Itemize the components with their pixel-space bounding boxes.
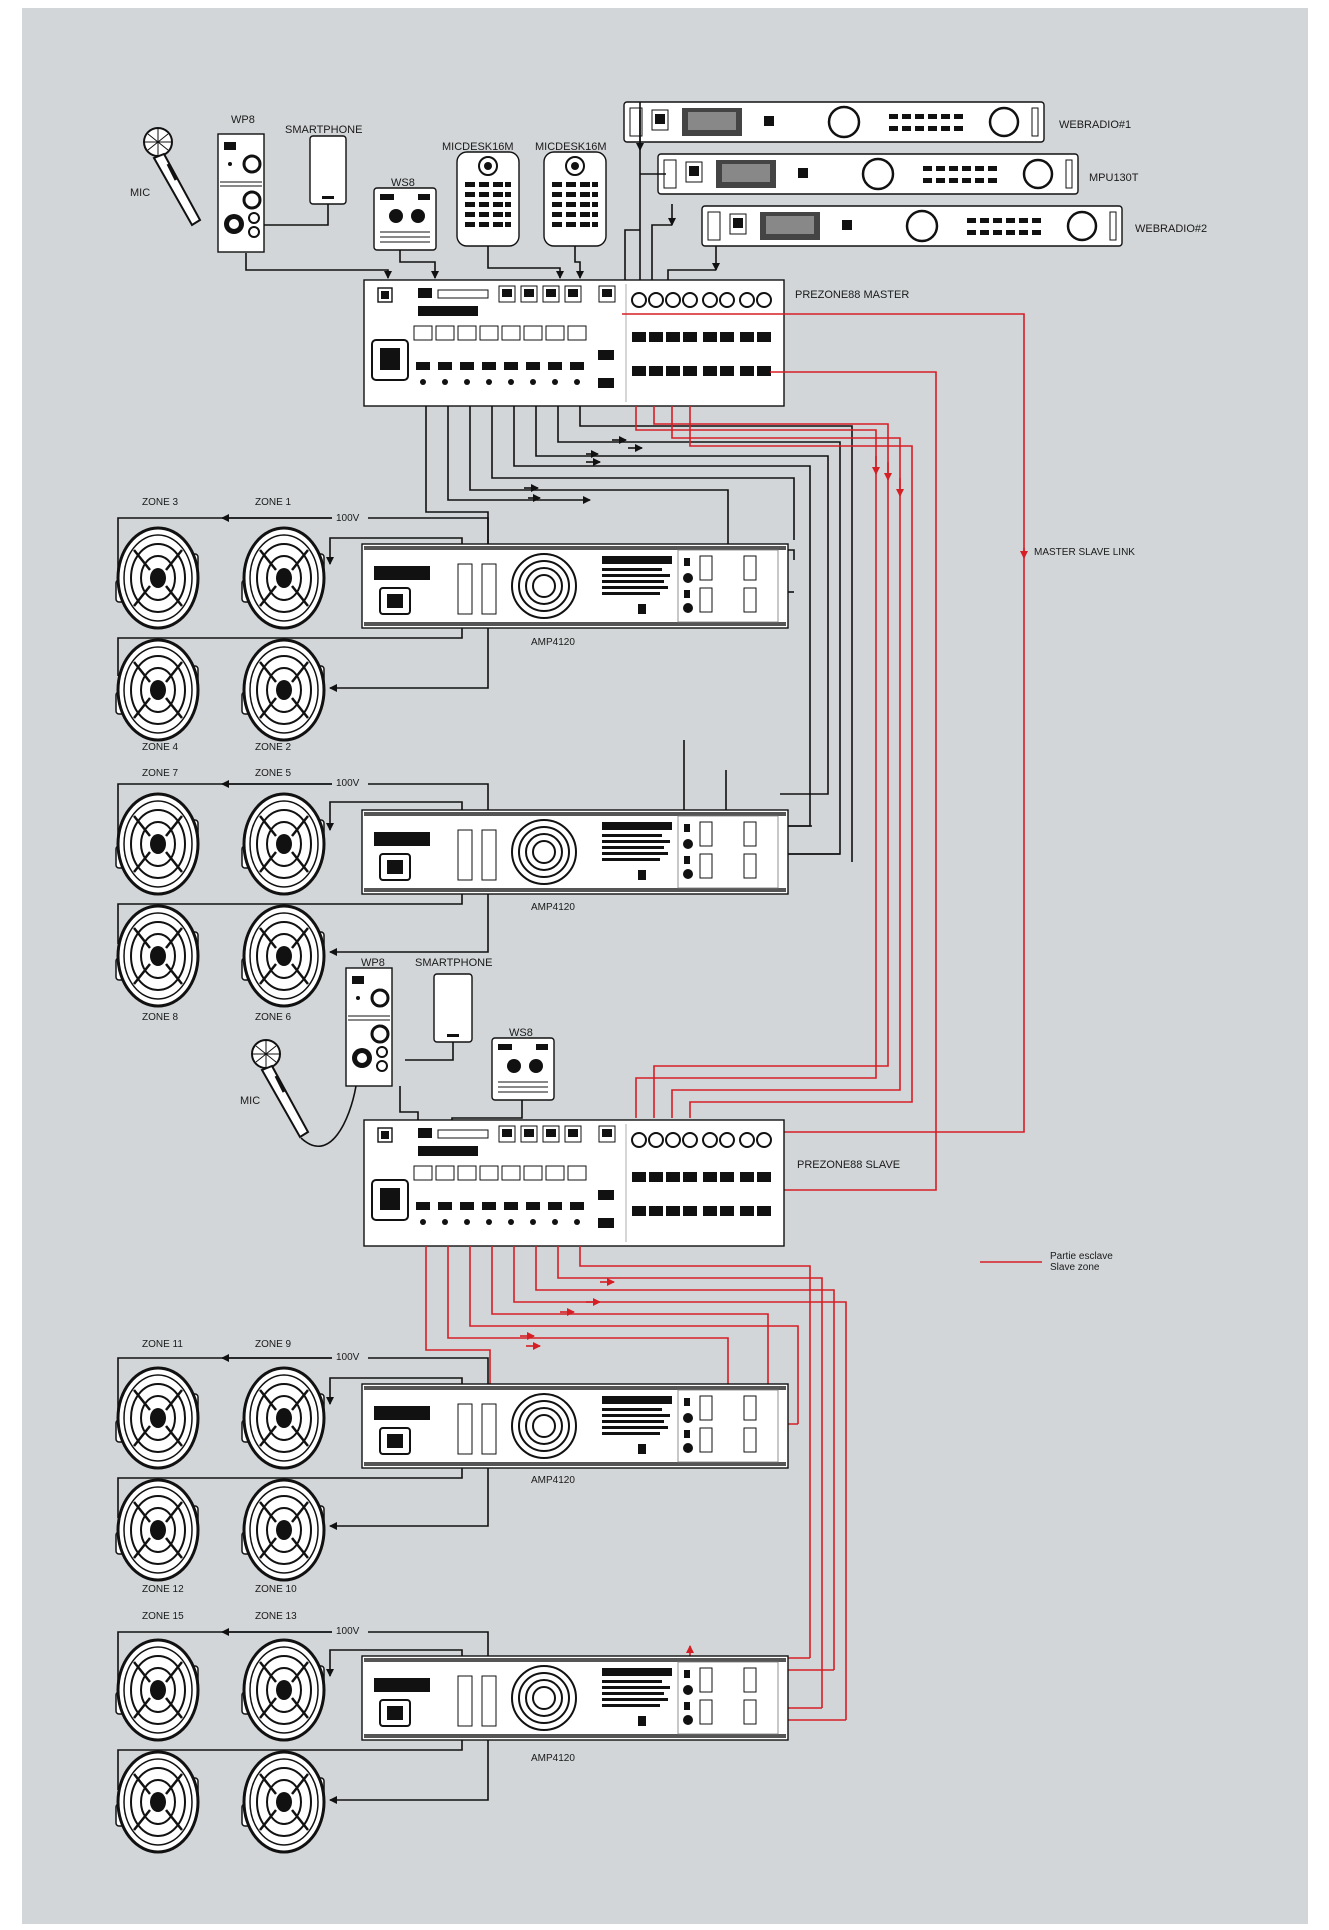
zone-label: ZONE 4 bbox=[142, 742, 179, 753]
amp-label: AMP4120 bbox=[531, 902, 575, 913]
speaker-icon bbox=[114, 526, 200, 630]
smartphone-icon bbox=[433, 973, 473, 1043]
speaker-icon bbox=[240, 1750, 326, 1854]
speaker-icon bbox=[114, 792, 200, 896]
zone-label: ZONE 7 bbox=[142, 768, 179, 779]
speaker-icon bbox=[240, 792, 326, 896]
speaker-icon bbox=[114, 904, 200, 1008]
mpu130t-unit bbox=[656, 152, 1080, 196]
legend-line-1: Partie esclave bbox=[1050, 1251, 1113, 1262]
speaker-icon bbox=[240, 1366, 326, 1470]
mic-label-top: MIC bbox=[130, 187, 150, 199]
zone-label: ZONE 13 bbox=[255, 1611, 297, 1622]
micdesk-1 bbox=[456, 151, 520, 247]
prezone88-master bbox=[363, 279, 785, 407]
mic-label-bottom: MIC bbox=[240, 1095, 260, 1107]
voltage-label: 100V bbox=[336, 513, 360, 524]
zone-label: ZONE 5 bbox=[255, 768, 292, 779]
ws8-unit-top bbox=[373, 187, 437, 251]
speaker-icon bbox=[240, 526, 326, 630]
ws8-label-bottom: WS8 bbox=[509, 1027, 533, 1039]
legend-line-2: Slave zone bbox=[1050, 1262, 1100, 1273]
zone-label: ZONE 15 bbox=[142, 1611, 184, 1622]
speaker-icon bbox=[114, 1638, 200, 1742]
source-wires bbox=[245, 102, 720, 280]
webradio-1-unit bbox=[622, 100, 1046, 144]
master-label: PREZONE88 MASTER bbox=[795, 289, 909, 301]
micdesk-1-label: MICDESK16M bbox=[442, 141, 514, 153]
zone-label: ZONE 6 bbox=[255, 1012, 292, 1023]
amp4120-unit bbox=[361, 809, 789, 895]
zone-label: ZONE 8 bbox=[142, 1012, 179, 1023]
speaker-icon bbox=[240, 1478, 326, 1582]
amp-block-2: ZONE 7 ZONE 5 ZONE 8 ZONE 6 100V AMP4120 bbox=[114, 768, 789, 1023]
speaker-icon bbox=[240, 638, 326, 742]
master-slave-link-label: MASTER SLAVE LINK bbox=[1034, 547, 1135, 558]
zone-label: ZONE 2 bbox=[255, 742, 292, 753]
wp8-label-bottom: WP8 bbox=[361, 957, 385, 969]
ws8-unit-bottom bbox=[491, 1037, 555, 1101]
amp-block-4: ZONE 15 ZONE 13 100V AMP4120 bbox=[114, 1611, 789, 1854]
webradio-1-label: WEBRADIO#1 bbox=[1059, 119, 1131, 131]
legend: Partie esclave Slave zone bbox=[980, 1251, 1113, 1273]
speaker-icon bbox=[114, 1478, 200, 1582]
amp-block-1: ZONE 3 ZONE 1 ZONE 4 ZONE 2 100V AMP4120 bbox=[114, 497, 789, 753]
zone-label: ZONE 1 bbox=[255, 497, 292, 508]
speaker-icon bbox=[240, 904, 326, 1008]
amp-block-3: ZONE 11 ZONE 9 ZONE 12 ZONE 10 100V AMP4… bbox=[114, 1339, 789, 1595]
ws8-label-top: WS8 bbox=[391, 177, 415, 189]
speaker-icon bbox=[114, 1750, 200, 1854]
smartphone-label-top: SMARTPHONE bbox=[285, 124, 362, 136]
amp-label: AMP4120 bbox=[531, 1475, 575, 1486]
wp8-label-top: WP8 bbox=[231, 114, 255, 126]
voltage-label: 100V bbox=[336, 1352, 360, 1363]
zone-label: ZONE 10 bbox=[255, 1584, 297, 1595]
voltage-label: 100V bbox=[336, 1626, 360, 1637]
zone-label: ZONE 9 bbox=[255, 1339, 292, 1350]
micdesk-2 bbox=[543, 151, 607, 247]
amp4120-unit bbox=[361, 1655, 789, 1741]
prezone88-slave bbox=[363, 1119, 785, 1247]
voltage-label: 100V bbox=[336, 778, 360, 789]
microphone-icon bbox=[250, 1038, 310, 1139]
speaker-icon bbox=[114, 638, 200, 742]
smartphone-icon bbox=[309, 135, 347, 205]
smartphone-label-bottom: SMARTPHONE bbox=[415, 957, 492, 969]
wp8-wall-panel-top bbox=[216, 132, 266, 254]
webradio-2-unit bbox=[700, 204, 1124, 248]
micdesk-2-label: MICDESK16M bbox=[535, 141, 607, 153]
amp-label: AMP4120 bbox=[531, 1753, 575, 1764]
zone-label: ZONE 12 bbox=[142, 1584, 184, 1595]
zone-label: ZONE 11 bbox=[142, 1339, 183, 1350]
master-slave-link-wires bbox=[622, 313, 1028, 1191]
amp-label: AMP4120 bbox=[531, 637, 575, 648]
zone-label: ZONE 3 bbox=[142, 497, 179, 508]
slave-label: PREZONE88 SLAVE bbox=[797, 1159, 900, 1171]
master-output-wires bbox=[425, 406, 853, 870]
slave-output-wires bbox=[425, 1246, 847, 1724]
speaker-icon bbox=[114, 1366, 200, 1470]
webradio-2-label: WEBRADIO#2 bbox=[1135, 223, 1207, 235]
wp8-wall-panel-bottom bbox=[344, 966, 394, 1088]
speaker-icon bbox=[240, 1638, 326, 1742]
amp4120-unit bbox=[361, 1383, 789, 1469]
amp4120-unit bbox=[361, 543, 789, 629]
mpu-label: MPU130T bbox=[1089, 172, 1139, 184]
microphone-icon bbox=[142, 126, 202, 227]
